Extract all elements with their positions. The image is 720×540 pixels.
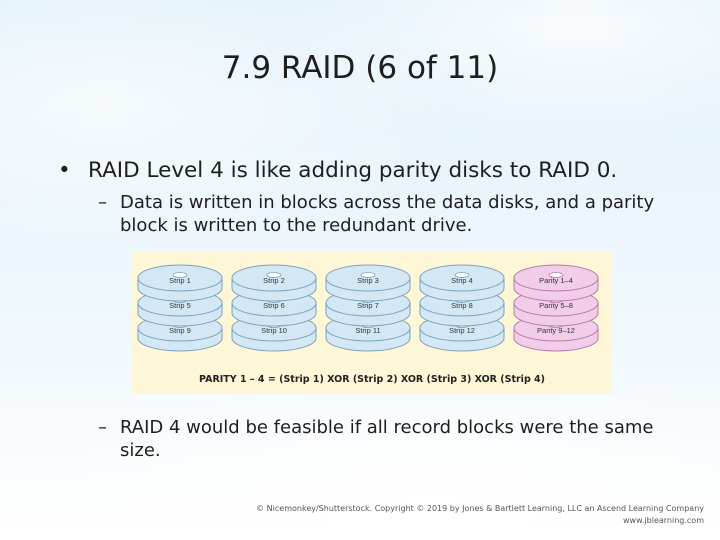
strip-label: Strip 6 (263, 301, 285, 310)
data-disk: Strip 9 Strip 5 Strip 1 (137, 264, 223, 352)
strip-label: Strip 5 (169, 301, 191, 310)
strip-label: Parity 5–8 (539, 301, 573, 310)
strip-label: Strip 4 (451, 276, 473, 285)
strip-label: Strip 3 (357, 276, 379, 285)
strip-label: Strip 11 (355, 326, 380, 335)
platter-top (231, 264, 317, 292)
disk-platter: Strip 2 (231, 264, 317, 302)
strip-label: Strip 7 (357, 301, 379, 310)
sub-bullet-text: Data is written in blocks across the dat… (120, 192, 655, 236)
parity-disk: Parity 9–12 Parity 5–8 Parity 1–4 (513, 264, 599, 352)
disk-platter: Strip 1 (137, 264, 223, 302)
platter-hub (266, 272, 282, 278)
data-disk: Strip 10 Strip 6 Strip 2 (231, 264, 317, 352)
strip-label: Strip 9 (169, 326, 191, 335)
disk-platter: Strip 3 (325, 264, 411, 302)
publisher-url: www.jblearning.com (622, 516, 704, 525)
platter-hub (360, 272, 376, 278)
strip-label: Strip 10 (261, 326, 287, 335)
slide-title: 7.9 RAID (6 of 11) (221, 50, 499, 86)
platter-hub (454, 272, 470, 278)
strip-label: Strip 12 (449, 326, 475, 335)
bullet-text: RAID Level 4 is like adding parity disks… (88, 158, 618, 183)
strip-label: Strip 8 (451, 301, 473, 310)
sub-bullet-2: –RAID 4 would be feasible if all record … (98, 416, 690, 462)
parity-caption: PARITY 1 – 4 = (Strip 1) XOR (Strip 2) X… (199, 374, 545, 385)
sub-marker: – (98, 192, 107, 213)
sub-marker: – (98, 417, 107, 438)
platter-hub (548, 272, 564, 278)
strip-label: Parity 1–4 (539, 276, 573, 285)
data-disk: Strip 11 Strip 7 Strip 3 (325, 264, 411, 352)
bullet-item: • RAID Level 4 is like adding parity disk… (58, 158, 698, 183)
platter-top (419, 264, 505, 292)
copyright-text: © Nicemonkey/Shutterstock. Copyright © 2… (256, 504, 704, 513)
footer-credit: © Nicemonkey/Shutterstock. Copyright © 2… (256, 503, 704, 527)
strip-label: Parity 9–12 (537, 326, 575, 335)
strip-label: Strip 1 (169, 276, 191, 285)
strip-label: Strip 2 (263, 276, 285, 285)
disk-platter: Parity 1–4 (513, 264, 599, 302)
platter-hub (172, 272, 188, 278)
disk-platter: Strip 4 (419, 264, 505, 302)
sub-bullet-text: RAID 4 would be feasible if all record b… (120, 417, 654, 461)
bullet-marker: • (58, 158, 71, 183)
sub-bullet-1: –Data is written in blocks across the da… (98, 191, 690, 237)
data-disk: Strip 12 Strip 8 Strip 4 (419, 264, 505, 352)
disk-platter: Parity 5–8 (513, 289, 599, 327)
platter-top (513, 264, 599, 292)
platter-top (137, 264, 223, 292)
platter-top (325, 264, 411, 292)
